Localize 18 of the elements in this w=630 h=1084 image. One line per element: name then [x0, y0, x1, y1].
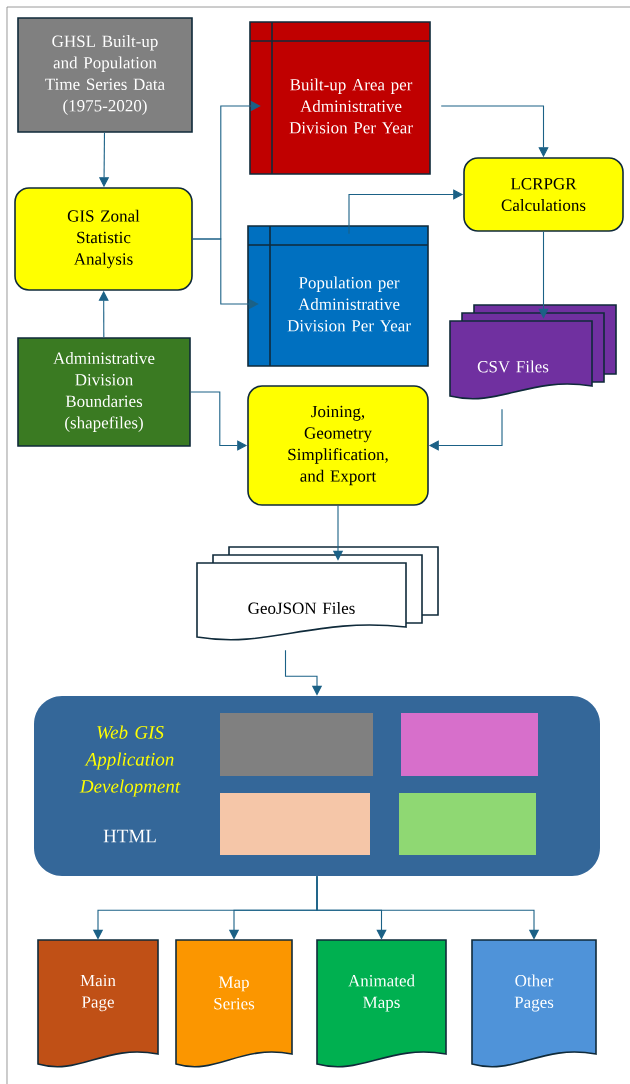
data-box: GHSL Built-up and Population Time Series Data (1975-2020): [17, 17, 193, 133]
library-box: [399, 793, 536, 855]
library-box: [220, 713, 373, 776]
library-box: [220, 793, 370, 855]
process-box: Joining, Geometry Simplification, and Export: [247, 385, 429, 506]
storage-box: Built-up Area per Administrative Division Per Year: [249, 21, 431, 175]
stacked-documents: GeoJSON Files: [196, 546, 439, 641]
storage-box: Population per Administrative Division Per Year: [247, 225, 429, 367]
process-box: LCRPGR Calculations: [463, 157, 624, 232]
panel-title: Web GIS Application Development: [79, 725, 181, 797]
stacked-documents: CSV Files: [449, 304, 617, 400]
arrow: [316, 875, 540, 940]
process-box: GIS Zonal Statistic Analysis: [14, 187, 193, 291]
panel-label: HTML: [103, 829, 156, 843]
library-box: [401, 713, 538, 776]
arrow: [538, 231, 549, 319]
arrow: [284, 649, 323, 696]
data-box: Administrative Division Boundaries (shapefiles): [17, 337, 191, 447]
